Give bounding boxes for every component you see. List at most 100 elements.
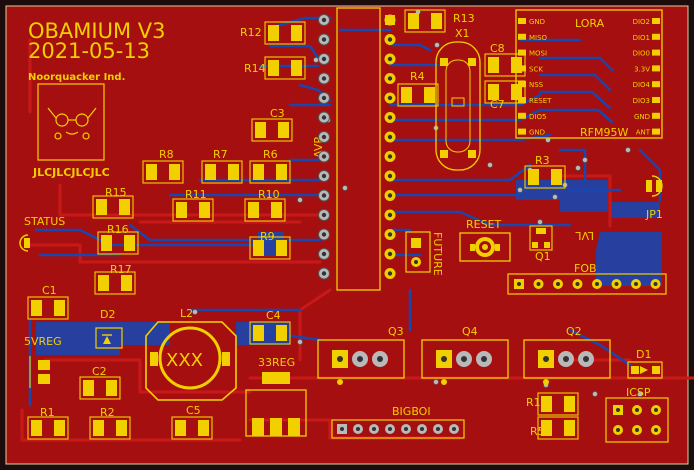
- label-r15: R15: [105, 186, 127, 199]
- lora-left-pad: [518, 81, 526, 88]
- smd-pad: [276, 164, 287, 180]
- avr-pin-hole: [321, 17, 327, 23]
- label-33reg: 33REG: [258, 356, 295, 369]
- label-d1: D1: [636, 348, 651, 361]
- smd-pad: [253, 325, 264, 341]
- lora-right-pad: [652, 81, 660, 88]
- smd-outline: [27, 296, 69, 320]
- smd-pad: [106, 380, 117, 396]
- avr-pin-hole: [321, 115, 327, 120]
- label-c4: C4: [266, 309, 281, 322]
- transistor-footprints: [317, 339, 611, 385]
- avr-pin-hole: [387, 95, 393, 101]
- label-c3: C3: [270, 107, 285, 120]
- smd-pad: [116, 420, 127, 436]
- smd-outline: [201, 160, 243, 184]
- icsp-pin-hole: [616, 408, 620, 412]
- q1-outline: [529, 225, 553, 251]
- avr-pin-hole: [321, 76, 327, 81]
- icsp-pin-hole: [654, 408, 658, 412]
- maker-logo: [37, 83, 105, 161]
- smd-outline: [404, 9, 446, 33]
- fob-pin-hole: [575, 282, 580, 286]
- icsp-pin-hole: [616, 428, 620, 432]
- diode-d1: [627, 361, 663, 379]
- smd-pad: [431, 13, 442, 29]
- to220-pad-hole: [563, 356, 569, 362]
- lora-left-pad: [518, 112, 526, 119]
- label-icsp: ICSP: [626, 386, 651, 399]
- avr-pin-hole: [387, 134, 393, 140]
- bigboi-pin-hole: [452, 427, 456, 431]
- smd-pad: [408, 13, 419, 29]
- label-r17: R17: [110, 263, 132, 276]
- lora-left-pin-label: GND: [529, 129, 545, 137]
- label-lvl: LVL: [575, 229, 594, 242]
- lora-left-pad: [518, 65, 526, 72]
- label-bigboi: BIGBOI: [392, 405, 431, 418]
- smd-pad: [551, 169, 562, 185]
- fob-pin-hole: [634, 282, 638, 286]
- avr-pin-hole: [321, 173, 327, 179]
- fob-pin-hole: [614, 282, 619, 286]
- smd-outline: [484, 53, 526, 77]
- lora-right-pad: [652, 33, 660, 40]
- smd-pad: [488, 57, 499, 73]
- icsp-header: [605, 397, 669, 443]
- label-r14: R14: [244, 62, 266, 75]
- avr-pin-1-marker: [385, 15, 395, 25]
- label-q3: Q3: [388, 325, 404, 338]
- maker-label: Noorquacker Ind.: [28, 72, 125, 83]
- smd-outline: [89, 416, 131, 440]
- smd-pad: [291, 25, 302, 41]
- smd-outline: [94, 271, 136, 295]
- avr-pin-hole: [387, 251, 393, 257]
- label-q2: Q2: [566, 325, 582, 338]
- smd-pad: [248, 202, 259, 218]
- label-status: STATUS: [24, 215, 65, 228]
- smd-pad: [401, 87, 412, 103]
- smd-pad: [541, 420, 552, 436]
- smd-outline: [97, 231, 139, 255]
- avr-pin-hole: [387, 232, 393, 237]
- lora-right-pad: [652, 112, 660, 119]
- smd-pad: [528, 169, 539, 185]
- smd-outline: [249, 321, 291, 345]
- avr-pin-hole: [387, 56, 393, 62]
- label-l2: L2: [180, 307, 193, 320]
- smd-pad: [83, 380, 94, 396]
- icsp-pin-hole: [635, 408, 639, 412]
- avr-pin-hole: [321, 37, 327, 42]
- smd-pad: [96, 199, 107, 215]
- smd-pad: [278, 122, 289, 138]
- fob-pin-hole: [595, 282, 599, 286]
- bigboi-pin-hole: [420, 427, 424, 431]
- lora-left-pin-label: DIO5: [529, 113, 546, 121]
- avr-pin-hole: [387, 173, 393, 179]
- to220-pad-hole: [337, 356, 343, 362]
- future-header: [405, 231, 431, 273]
- to220-pad-hole: [461, 356, 467, 362]
- label-x1: X1: [455, 27, 470, 40]
- smd-pad: [488, 84, 499, 100]
- avr-chip: [318, 7, 396, 291]
- lora-right-pad: [652, 65, 660, 72]
- silkscreen-text: OBAMIUM V3 2021-05-13 Noorquacker Ind. J…: [24, 12, 663, 438]
- lora-title: LORA: [575, 17, 605, 30]
- lora-left-pad: [518, 18, 526, 24]
- to220-pad-hole: [377, 356, 383, 362]
- avr-pin-hole: [387, 154, 393, 159]
- to220-pad-hole: [441, 356, 447, 362]
- label-r2: R2: [100, 406, 115, 419]
- avr-right-pins: [384, 14, 396, 279]
- smd-pad: [253, 240, 264, 256]
- smd-outline: [251, 118, 293, 142]
- smd-pad: [564, 396, 575, 412]
- lora-left-pad: [518, 97, 526, 103]
- smd-outline: [524, 165, 566, 189]
- lora-left-pin-label: GND: [529, 18, 545, 26]
- smd-outline: [484, 80, 526, 104]
